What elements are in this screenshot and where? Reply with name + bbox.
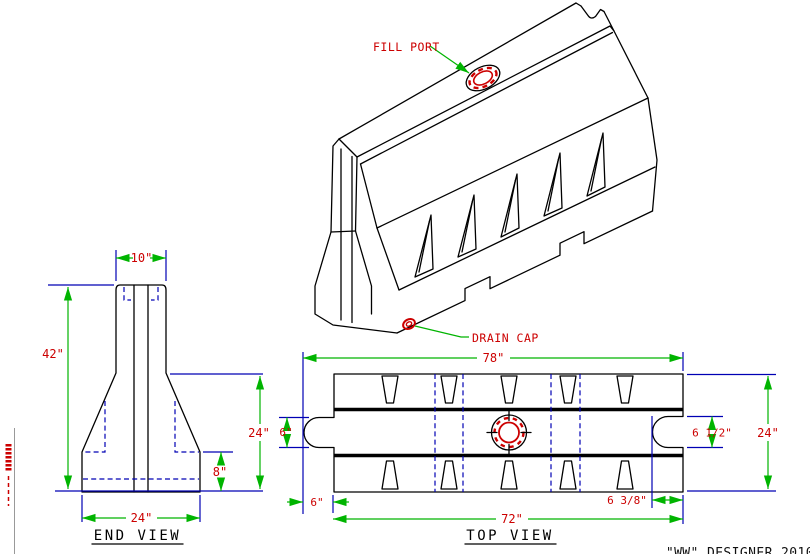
footer-clipped-text: "WW" DESIGNER 20105 xyxy=(666,546,810,554)
iso-front-left-edge xyxy=(359,163,378,229)
svg-text:6": 6" xyxy=(279,426,292,439)
svg-text:24": 24" xyxy=(757,426,779,440)
iso-top-front-edge xyxy=(356,25,615,158)
top-view-dim-notch-height: 6 1/2" xyxy=(687,415,732,449)
end-view: 10" 42" 8" 24" 24" END VI xyxy=(42,250,270,545)
svg-text:24": 24" xyxy=(248,426,270,440)
drain-cap-label: DRAIN CAP xyxy=(472,331,539,345)
iso-left-end-top-edge xyxy=(338,138,358,158)
svg-text:72": 72" xyxy=(501,512,523,526)
end-view-title: END VIEW xyxy=(94,528,181,544)
top-view-title: TOP VIEW xyxy=(466,528,553,544)
fill-port xyxy=(465,64,501,92)
iso-left-end-cap xyxy=(314,138,398,334)
end-view-dim-base-width: 24" xyxy=(81,495,201,525)
top-view: 78" 6" 6" 72" 6 3/8" xyxy=(279,351,779,545)
iso-front-chamfer-line xyxy=(359,31,614,165)
top-view-dim-tab-length: 6" xyxy=(287,496,349,509)
iso-top-right-corner xyxy=(575,2,582,7)
svg-text:10": 10" xyxy=(131,251,153,265)
top-view-dim-width: 24" xyxy=(687,373,779,492)
top-view-hidden-lines xyxy=(434,374,581,492)
iso-right-lower-edge xyxy=(647,97,658,212)
iso-knuckle-line xyxy=(376,97,649,229)
top-view-scallop-marks xyxy=(381,375,634,490)
iso-slope-left-edge xyxy=(376,227,400,291)
iso-base-top-edge xyxy=(398,166,656,291)
fill-port-leader xyxy=(429,45,470,74)
svg-text:6 3/8": 6 3/8" xyxy=(607,494,647,507)
end-view-dim-height: 42" xyxy=(42,284,114,489)
edge-artifacts: "WW" DESIGNER 20105 xyxy=(5,428,810,554)
top-view-dim-body-length: 72" xyxy=(333,512,683,526)
top-view-outline xyxy=(303,373,684,493)
end-view-dim-top-width: 10" xyxy=(115,250,167,281)
top-view-fill-port xyxy=(486,409,532,456)
iso-end-flare-ridge xyxy=(330,230,357,233)
iso-base-bottom-edge xyxy=(396,210,654,334)
iso-right-end-top-edge xyxy=(603,10,649,99)
top-view-dim-overall-length: 78" xyxy=(303,351,683,365)
iso-top-notch xyxy=(580,5,605,19)
end-view-dim-lower-height: 24" xyxy=(170,373,270,489)
end-view-outline xyxy=(81,284,201,493)
top-view-dim-tab-height: 6" xyxy=(279,416,309,449)
top-view-dim-notch-depth: 6 3/8" xyxy=(607,494,683,507)
iso-top-back-edge xyxy=(338,2,577,140)
end-view-hidden-lines xyxy=(83,287,199,480)
svg-text:6": 6" xyxy=(310,496,323,509)
iso-scallops xyxy=(414,132,606,278)
fill-port-label: FILL PORT xyxy=(373,40,440,54)
drain-cap xyxy=(402,318,416,330)
svg-text:78": 78" xyxy=(483,351,505,365)
iso-end-front-edge xyxy=(354,156,373,315)
drain-cap-leader xyxy=(414,325,469,338)
end-view-dim-base-height: 8" xyxy=(203,451,233,491)
svg-text:24": 24" xyxy=(131,511,153,525)
svg-text:6 1/2": 6 1/2" xyxy=(692,427,732,440)
isometric-view: FILL PORT DRAIN CAP xyxy=(314,2,658,345)
svg-text:8": 8" xyxy=(213,465,227,479)
svg-text:42": 42" xyxy=(42,347,64,361)
